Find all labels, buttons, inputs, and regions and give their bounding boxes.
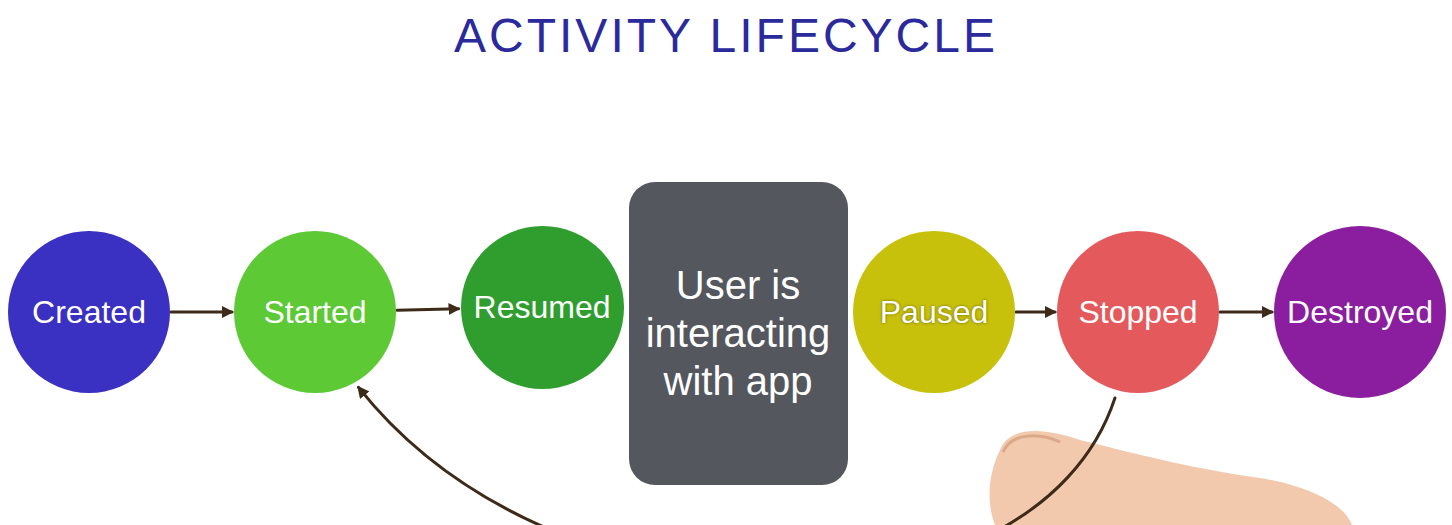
circle-fill xyxy=(461,226,624,389)
interaction-box: User is interacting with app xyxy=(629,182,848,485)
transition-arrow xyxy=(171,311,232,314)
state-circle: Destroyed xyxy=(1274,226,1446,398)
box-fill xyxy=(629,182,848,485)
state-circle: Resumed xyxy=(461,226,624,389)
diagram-title: ACTIVITY LIFECYCLE xyxy=(0,8,1452,63)
transition-arrow xyxy=(1016,311,1055,314)
state-circle: Started xyxy=(234,231,396,393)
node-label: Created xyxy=(32,294,146,331)
state-circle: Paused xyxy=(853,231,1015,393)
fingernail xyxy=(1003,436,1060,452)
transition-arrow xyxy=(1220,311,1272,314)
node-label: Paused xyxy=(880,294,989,331)
circle-fill xyxy=(1274,226,1446,398)
circle-fill xyxy=(8,231,170,393)
node-label: User is interacting with app xyxy=(641,261,836,405)
hand xyxy=(990,431,1352,525)
circle-fill xyxy=(234,231,396,393)
node-label: Stopped xyxy=(1078,294,1197,331)
circle-fill xyxy=(1057,231,1219,393)
state-circle: Stopped xyxy=(1057,231,1219,393)
node-label: Started xyxy=(263,294,366,331)
node-label: Destroyed xyxy=(1287,294,1433,331)
transition-arrow xyxy=(397,309,459,310)
circle-fill xyxy=(853,231,1015,393)
node-label: Resumed xyxy=(474,289,611,326)
state-circle: Created xyxy=(8,231,170,393)
